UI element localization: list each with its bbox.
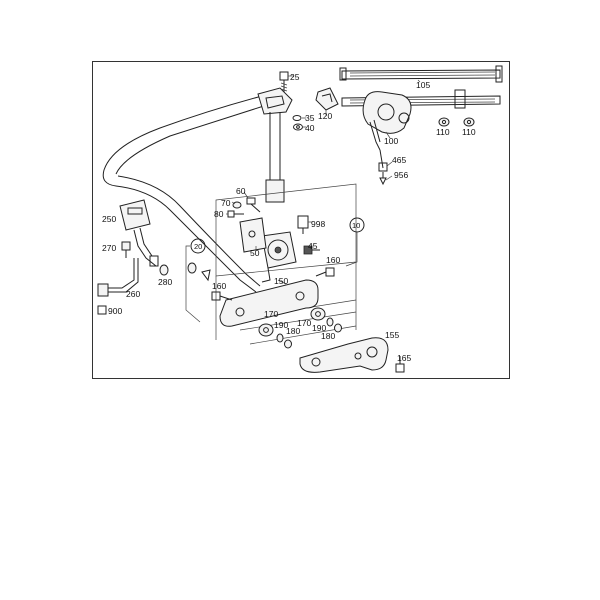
belt-retractor	[261, 231, 297, 283]
nut-110-left	[438, 117, 450, 127]
label-20: 20	[194, 242, 202, 251]
label-260: 260	[126, 289, 140, 299]
bolt-165	[395, 356, 405, 373]
washer-170-left	[258, 323, 274, 337]
label-100: 100	[384, 136, 398, 146]
washer-180-right	[334, 323, 342, 333]
connector-998	[297, 215, 309, 234]
label-280: 280	[158, 277, 172, 287]
label-110-right: 110	[462, 127, 476, 137]
belt-guide-120	[315, 87, 339, 111]
height-adjuster-rail	[265, 112, 285, 203]
label-25: 25	[290, 72, 300, 82]
lower-anchor-bar	[219, 279, 319, 327]
label-110-left: 110	[436, 127, 450, 137]
retractor-bracket	[239, 217, 267, 253]
seat-rail-upper	[339, 65, 503, 83]
tensioner-cable	[378, 149, 388, 172]
washer-170-right	[310, 307, 326, 321]
label-155: 155	[385, 330, 399, 340]
label-50: 50	[250, 248, 260, 258]
leader-lines	[226, 75, 421, 285]
label-250: 250	[102, 214, 116, 224]
washer-190-left	[276, 333, 284, 343]
bolt-70	[232, 201, 242, 209]
washer-280	[159, 264, 169, 276]
label-270: 270	[102, 243, 116, 253]
label-120: 120	[318, 111, 332, 121]
washer-40	[293, 123, 303, 131]
label-70: 70	[221, 198, 231, 208]
label-170-right: 170	[297, 318, 311, 328]
label-150: 150	[274, 276, 288, 286]
bolt-270	[121, 241, 131, 258]
clip-near-20	[201, 269, 211, 282]
seat-belt-buckle	[119, 199, 159, 267]
label-165: 165	[397, 353, 411, 363]
label-998: 998	[311, 219, 325, 229]
label-40: 40	[305, 123, 315, 133]
label-956: 956	[394, 170, 408, 180]
bolt-80	[227, 210, 244, 218]
label-45: 45	[308, 241, 318, 251]
bolt-160-right	[315, 267, 335, 277]
bracket-155	[299, 337, 389, 373]
part-labels: 25 35 40 105 120 100 110 110 465 956 60 …	[102, 72, 476, 363]
label-180-right: 180	[321, 331, 335, 341]
label-105: 105	[416, 80, 430, 90]
label-180-left: 180	[286, 326, 300, 336]
nut-near-20	[187, 262, 197, 274]
label-160-left: 160	[212, 281, 226, 291]
upper-deflector	[257, 87, 293, 115]
bolt-160-left	[211, 291, 233, 301]
belt-tensioner-unit	[362, 91, 412, 151]
label-190-right: 190	[312, 323, 326, 333]
callout-20	[185, 238, 206, 323]
label-170-left: 170	[264, 309, 278, 319]
label-10: 10	[352, 221, 360, 230]
label-160-right: 160	[326, 255, 340, 265]
label-35: 35	[305, 113, 315, 123]
washer-190-right	[326, 317, 334, 327]
diagram-frame	[92, 61, 510, 379]
callout-10	[345, 217, 365, 267]
wiring-harness	[108, 258, 139, 293]
bolt-60	[246, 197, 261, 213]
nut-110-right	[463, 117, 475, 127]
shoulder-belt-webbing	[102, 95, 271, 293]
seat-rail-lower	[341, 89, 501, 109]
bolt-25	[279, 71, 289, 92]
label-60: 60	[236, 186, 246, 196]
washer-180-left	[284, 339, 292, 349]
connector-900	[97, 283, 109, 315]
cable-end-956	[379, 172, 387, 186]
washer-35	[292, 115, 302, 121]
label-900: 900	[108, 306, 122, 316]
label-80: 80	[214, 209, 224, 219]
label-465: 465	[392, 155, 406, 165]
label-190-left: 190	[274, 320, 288, 330]
